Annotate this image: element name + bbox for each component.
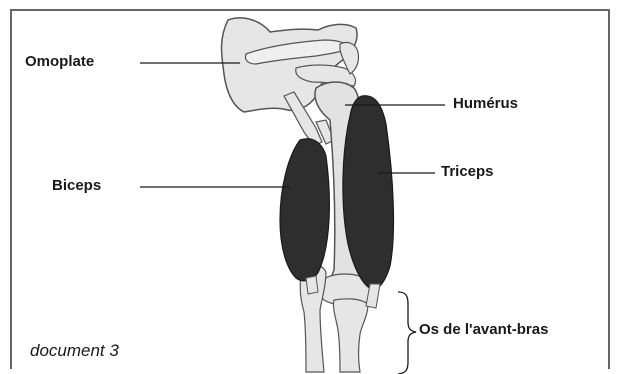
forearm-brace: [398, 292, 416, 374]
document-caption: document 3: [30, 342, 119, 359]
label-biceps: Biceps: [52, 178, 101, 193]
biceps-lower-tendon: [306, 276, 318, 294]
label-forearm-bones: Os de l'avant-bras: [419, 322, 548, 337]
label-humerus: Humérus: [453, 96, 518, 111]
biceps-muscle: [280, 139, 329, 281]
label-triceps: Triceps: [441, 164, 494, 179]
label-omoplate: Omoplate: [25, 54, 94, 69]
radius-bone: [333, 299, 368, 372]
